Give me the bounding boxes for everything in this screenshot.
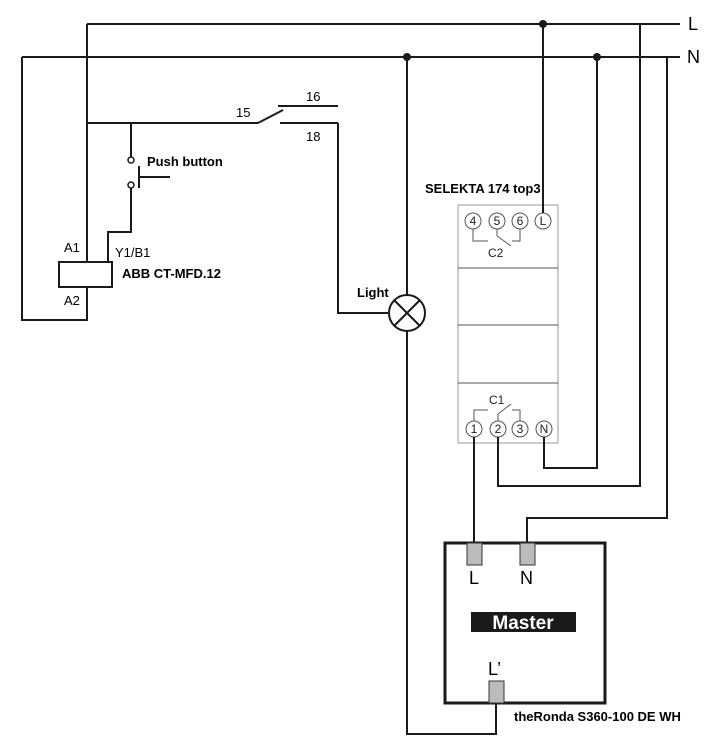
terminal-6-label: 6 — [517, 214, 524, 228]
push-button-label: Push button — [147, 154, 223, 169]
thermostat-terminal-l-label: L — [469, 568, 479, 588]
c2-label: C2 — [488, 246, 504, 260]
c1-contact — [473, 409, 488, 421]
thermostat-name: theRonda S360-100 DE WH — [514, 709, 681, 724]
relay-name: ABB CT-MFD.12 — [122, 266, 221, 281]
timer-name: SELEKTA 174 top3 — [425, 181, 541, 196]
terminal-l-label: L — [540, 214, 547, 228]
c1-contact — [512, 409, 521, 421]
contact-15-label: 15 — [236, 105, 250, 120]
c1-label: C1 — [489, 393, 505, 407]
c2-contact — [512, 229, 521, 242]
terminal-3-label: 3 — [517, 422, 524, 436]
terminal-1-label: 1 — [471, 422, 478, 436]
push-button-terminal — [127, 181, 135, 189]
terminal-2-label: 2 — [495, 422, 502, 436]
wire-n-to-timer-n — [543, 57, 598, 469]
master-badge — [471, 612, 576, 632]
relay-coil — [58, 261, 113, 288]
thermostat-terminal-n — [519, 542, 536, 566]
contact-16-label: 16 — [306, 89, 320, 104]
timer-bottom-terminals: 1 2 3 N — [465, 420, 553, 438]
wire-18-to-light — [337, 123, 388, 314]
line-label: L — [688, 14, 698, 34]
relay-terminal-y1b1: Y1/B1 — [115, 245, 150, 260]
wire-n-to-a2 — [21, 57, 88, 321]
thermostat-terminal-n-label: N — [520, 568, 533, 588]
terminal-5-label: 5 — [494, 214, 501, 228]
lamp-cross — [393, 299, 421, 327]
terminal-4-label: 4 — [470, 214, 477, 228]
light-label: Light — [357, 285, 389, 300]
relay-switch-blade — [257, 109, 284, 124]
wire-push-button-to-y1b1 — [107, 188, 132, 262]
push-button-terminal — [127, 156, 135, 164]
contact-18-label: 18 — [306, 129, 320, 144]
thermostat-terminal-lprime-label: L’ — [488, 659, 501, 679]
timer-body — [457, 204, 559, 444]
c1-contact — [497, 403, 512, 415]
terminal-n-label: N — [540, 422, 549, 436]
wire-n-to-thermostat-n — [526, 57, 668, 543]
master-badge-label: Master — [492, 613, 554, 634]
neutral-label: N — [687, 47, 700, 67]
timer-top-terminals: 4 5 6 L — [464, 212, 552, 230]
thermostat-terminal-l — [466, 542, 483, 566]
c2-contact — [472, 229, 488, 242]
wire-l-to-terminal-2 — [497, 24, 641, 487]
relay-terminal-a2: A2 — [64, 293, 80, 308]
c2-contact — [496, 235, 512, 247]
thermostat-terminal-lprime — [488, 680, 505, 704]
wire-light-to-lprime — [406, 331, 497, 735]
relay-terminal-a1: A1 — [64, 240, 80, 255]
